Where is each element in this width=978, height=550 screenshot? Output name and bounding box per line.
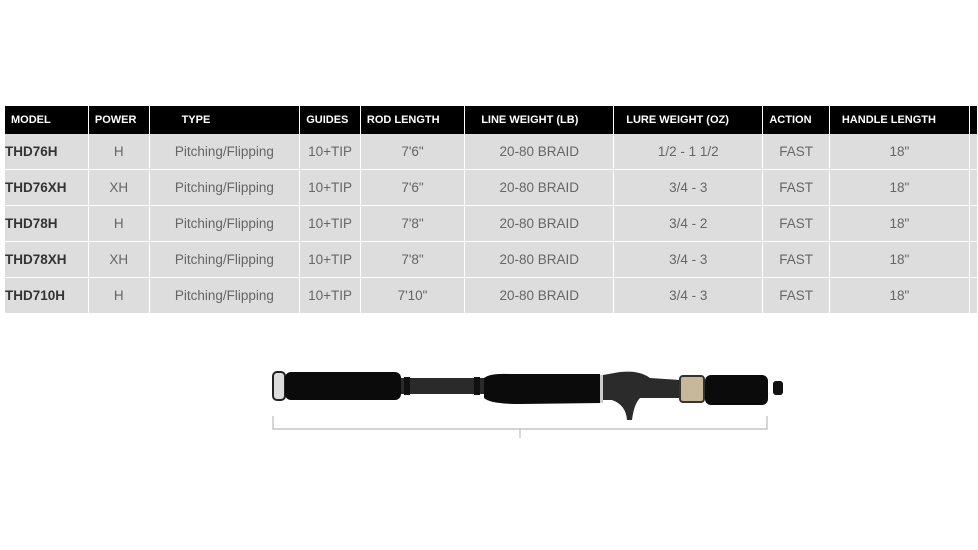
cell-rod-length: 7'6" [360,169,466,206]
cell-lure-weight: 3/4 - 3 [613,169,764,206]
cell-power: H [88,277,150,314]
cell-power: H [88,134,150,170]
cell-overflow [969,205,978,242]
cell-line-weight: 20-80 BRAID [464,277,615,314]
cell-model: THD78XH [5,241,89,278]
header-guides: GUIDES [299,106,361,134]
cell-type: Pitching/Flipping [149,241,301,278]
cell-guides: 10+TIP [299,205,361,242]
cell-overflow [969,134,978,170]
cell-lure-weight: 1/2 - 1 1/2 [613,134,764,170]
cell-model: THD710H [5,277,89,314]
header-model: MODEL [5,106,89,134]
cell-rod-length: 7'8" [360,205,466,242]
length-bracket [272,416,768,438]
cell-action: FAST [762,134,830,170]
header-type: TYPE [149,106,301,134]
fishing-rod-image [272,371,783,420]
cell-model: THD76XH [5,169,89,206]
cell-model: THD76H [5,134,89,170]
cell-overflow [969,241,978,278]
cell-lure-weight: 3/4 - 3 [613,241,764,278]
header-line-weight: LINE WEIGHT (LB) [464,106,615,134]
cell-guides: 10+TIP [299,277,361,314]
cell-overflow [969,277,978,314]
cell-power: XH [88,169,150,206]
cell-lure-weight: 3/4 - 2 [613,205,764,242]
cell-rod-length: 7'10" [360,277,466,314]
header-action: ACTION [762,106,830,134]
cell-lure-weight: 3/4 - 3 [613,277,764,314]
cell-line-weight: 20-80 BRAID [464,241,615,278]
cell-handle-length: 18" [829,169,970,206]
cell-type: Pitching/Flipping [149,277,301,314]
cell-overflow [969,169,978,206]
header-overflow [969,106,978,134]
cell-action: FAST [762,205,830,242]
cell-action: FAST [762,169,830,206]
cell-power: H [88,205,150,242]
header-lure-weight: LURE WEIGHT (OZ) [613,106,764,134]
cell-guides: 10+TIP [299,241,361,278]
cell-type: Pitching/Flipping [149,169,301,206]
cell-handle-length: 18" [829,205,970,242]
cell-handle-length: 18" [829,277,970,314]
cell-handle-length: 18" [829,241,970,278]
cell-line-weight: 20-80 BRAID [464,169,615,206]
cell-line-weight: 20-80 BRAID [464,205,615,242]
table-header-row: MODEL POWER TYPE GUIDES ROD LENGTH LINE … [5,106,978,134]
cell-model: THD78H [5,205,89,242]
cell-line-weight: 20-80 BRAID [464,134,615,170]
cell-guides: 10+TIP [299,169,361,206]
cell-rod-length: 7'8" [360,241,466,278]
cell-action: FAST [762,277,830,314]
cell-type: Pitching/Flipping [149,134,301,170]
cell-handle-length: 18" [829,134,970,170]
cell-guides: 10+TIP [299,134,361,170]
header-handle-length: HANDLE LENGTH [829,106,970,134]
cell-rod-length: 7'6" [360,134,466,170]
rod-spec-table: MODEL POWER TYPE GUIDES ROD LENGTH LINE … [5,106,978,314]
header-rod-length: ROD LENGTH [360,106,466,134]
cell-power: XH [88,241,150,278]
header-power: POWER [88,106,150,134]
cell-type: Pitching/Flipping [149,205,301,242]
cell-action: FAST [762,241,830,278]
